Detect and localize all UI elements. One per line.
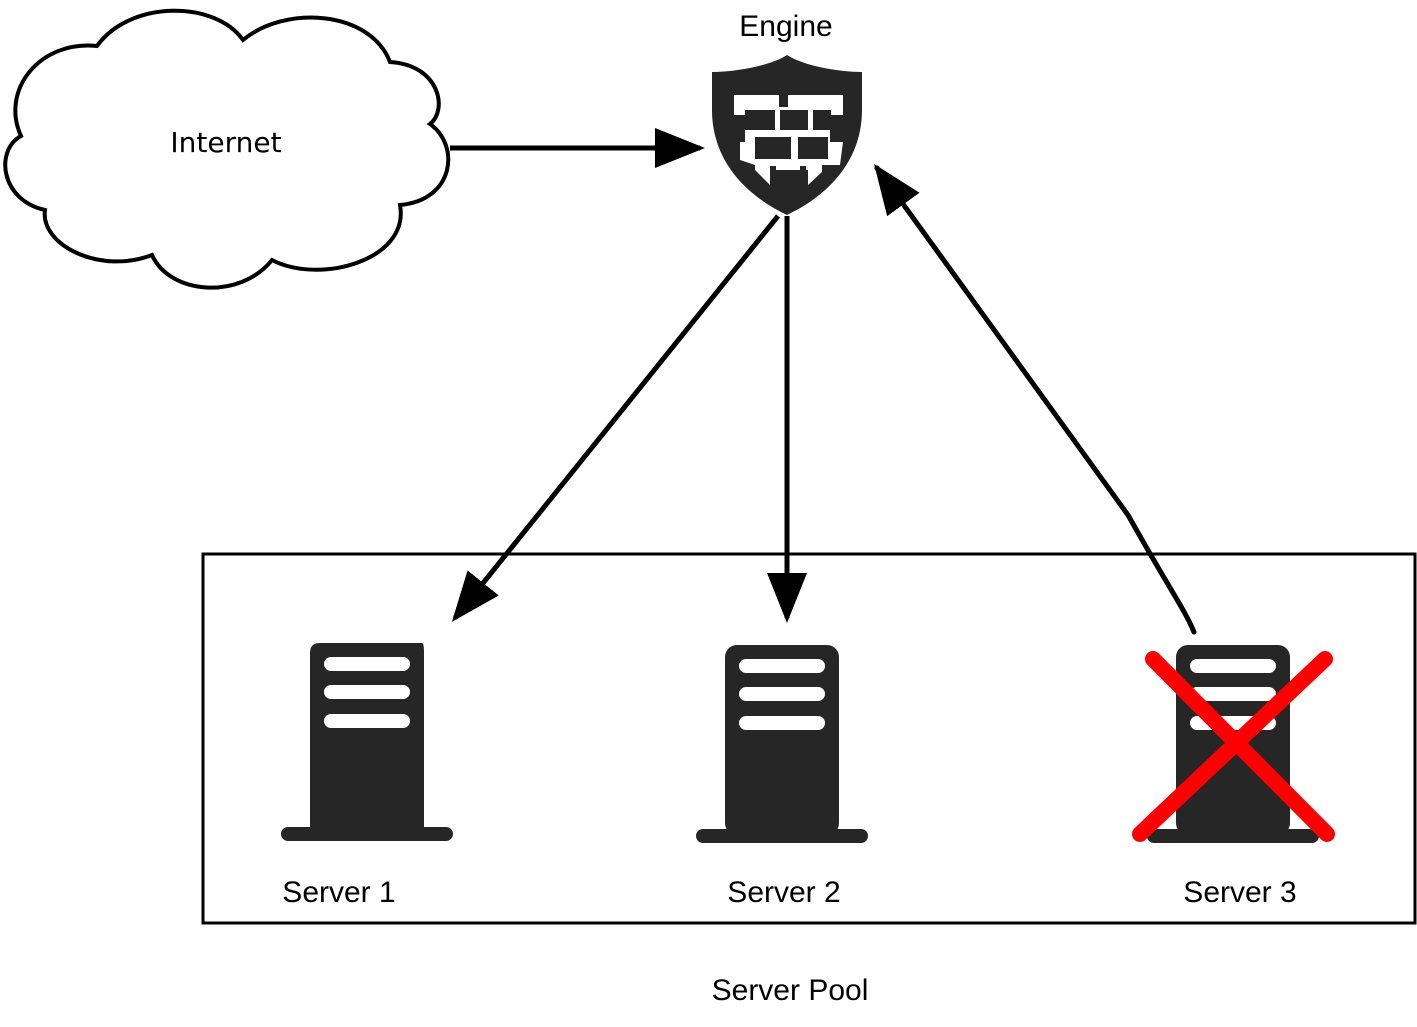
- edge-engine-server1: [451, 214, 780, 622]
- server3-label: Server 3: [1183, 876, 1297, 909]
- cloud-icon[interactable]: [3, 8, 451, 290]
- server-icon[interactable]: [281, 643, 453, 841]
- server1-label: Server 1: [282, 876, 396, 909]
- red-x-icon: [1132, 651, 1335, 842]
- server-pool-box[interactable]: [201, 552, 1417, 925]
- server-icon[interactable]: [696, 645, 868, 843]
- engine-label: Engine: [739, 10, 833, 43]
- edge-server3-engine: [874, 163, 1197, 635]
- internet-label: Internet: [170, 126, 282, 159]
- server2-label: Server 2: [727, 876, 841, 909]
- firewall-shield-icon[interactable]: [712, 55, 862, 215]
- server-pool-label: Server Pool: [711, 974, 869, 1007]
